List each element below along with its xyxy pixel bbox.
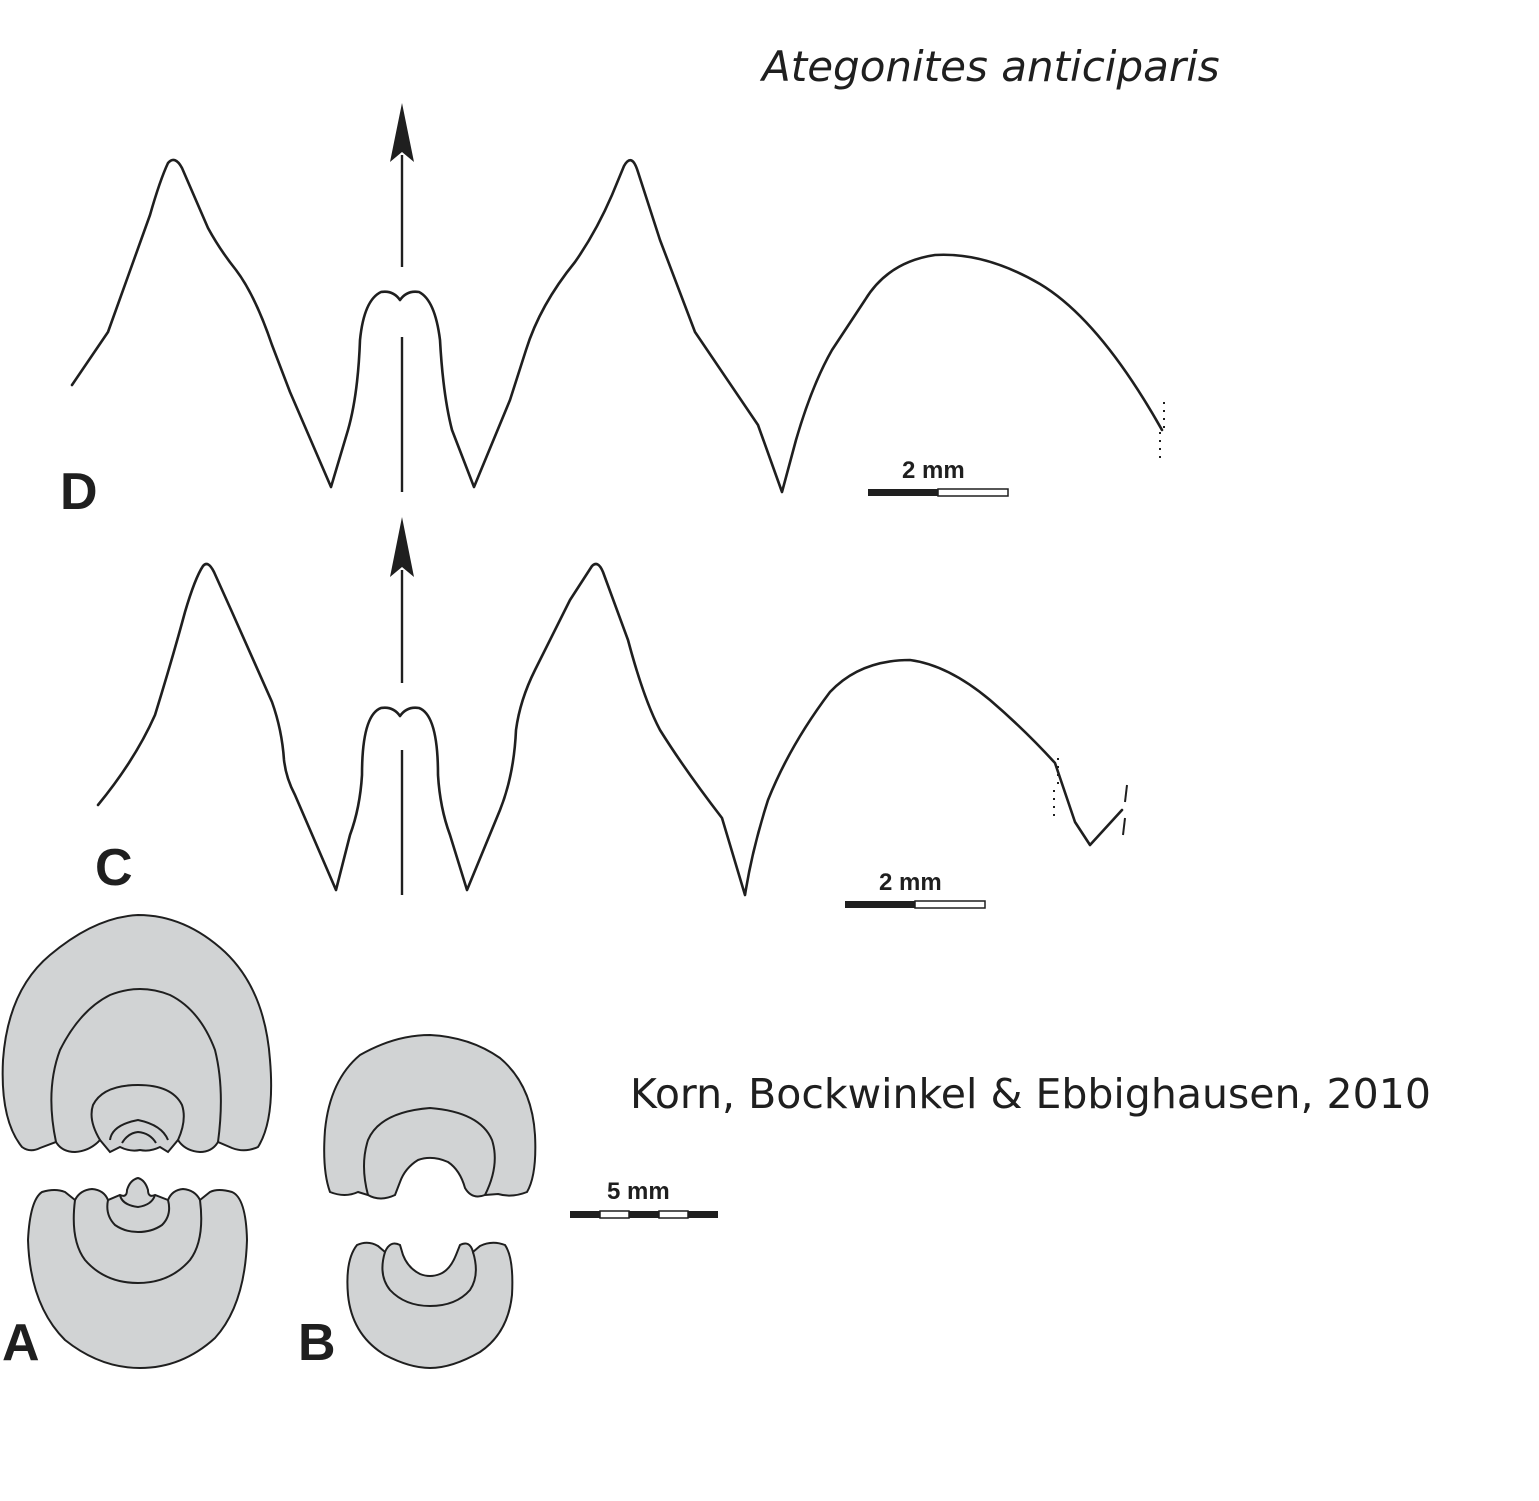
scalebar-ab-seg-3 — [629, 1211, 659, 1218]
shell-a-whorl-3 — [90, 1083, 185, 1141]
suture-c-path — [96, 562, 1124, 897]
panel-label-a: A — [2, 1314, 40, 1372]
scalebar-d-black — [868, 489, 938, 496]
break-marks-c — [1122, 784, 1128, 836]
suture-line-d — [70, 158, 1164, 494]
scalebar-c-label: 2 mm — [879, 869, 942, 896]
arrow-d-head — [390, 103, 414, 162]
panel-label-b: B — [298, 1314, 336, 1372]
scalebar-d-white — [937, 488, 1009, 497]
scalebar-ab-label: 5 mm — [607, 1178, 670, 1205]
siphuncle-arrow-d — [390, 103, 414, 492]
suture-d-path — [70, 158, 1164, 494]
scalebar-ab-seg-1 — [570, 1211, 600, 1218]
shell-a-lower-whorl-2 — [72, 1199, 203, 1285]
species-title: Ategonites anticiparis — [762, 42, 1220, 91]
shell-a-lower-whorl-4 — [119, 1194, 156, 1209]
shell-a-whorl-5 — [121, 1130, 157, 1144]
shell-a — [1, 913, 273, 1370]
shell-a-whorl-2 — [50, 988, 222, 1143]
scalebar-d-label: 2 mm — [902, 457, 965, 484]
arrow-c-head — [390, 517, 414, 577]
shell-b-whorl-2 — [363, 1106, 496, 1196]
scalebar-c-black — [845, 901, 915, 908]
shell-a-lower-outer — [26, 1176, 249, 1370]
shell-b — [323, 1033, 537, 1370]
panel-label-c: C — [95, 839, 133, 897]
scalebar-ab — [570, 1210, 718, 1219]
shell-a-upper-outer — [1, 913, 273, 1154]
scalebar-d — [868, 488, 1009, 497]
scalebar-ab-seg-2 — [599, 1210, 630, 1219]
suture-line-c — [96, 562, 1124, 897]
scalebar-c — [845, 900, 986, 909]
panel-label-d: D — [60, 463, 98, 521]
shell-a-whorl-4 — [109, 1118, 169, 1141]
species-authority: Korn, Bockwinkel & Ebbighausen, 2010 — [630, 1070, 1431, 1118]
shell-b-upper-outer — [323, 1033, 537, 1200]
scalebar-ab-seg-4 — [658, 1210, 689, 1219]
siphuncle-arrow-c — [390, 517, 414, 895]
shell-a-lower-whorl-3 — [106, 1199, 171, 1234]
shell-b-lower-whorl-2 — [381, 1251, 477, 1308]
scalebar-ab-seg-5 — [688, 1211, 718, 1218]
scalebar-c-white — [914, 900, 986, 909]
